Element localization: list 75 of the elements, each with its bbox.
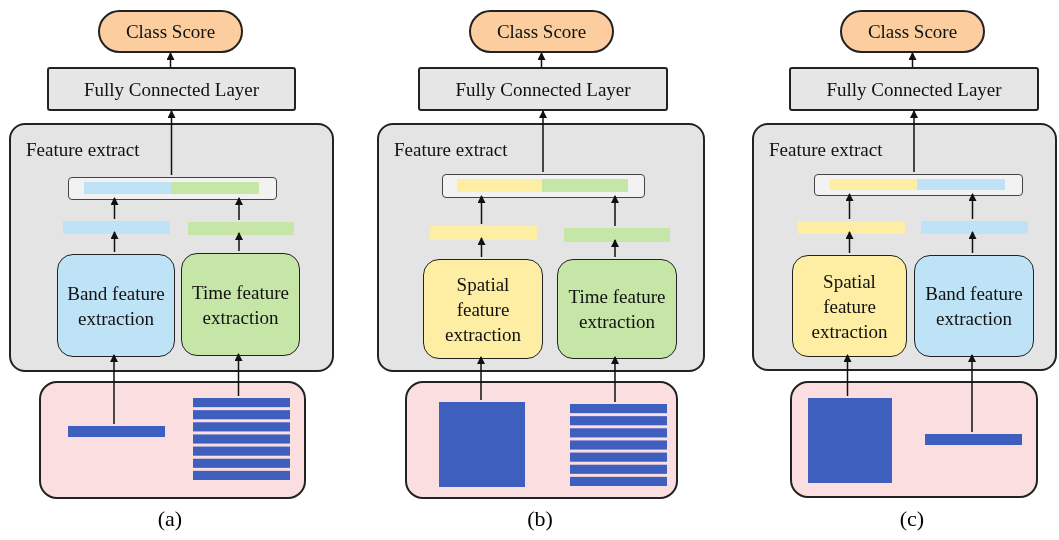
module-panel [9,123,334,372]
arrow [611,239,619,258]
panel-heading: Feature extract [26,138,140,162]
panel-label: (b) [526,506,554,532]
concat-box [442,174,645,198]
box-label: Class Score [867,20,958,44]
arrow [167,110,176,176]
input-panel [405,381,678,499]
arrow [910,110,918,173]
extractor-box [914,255,1034,357]
concat-box [68,177,277,200]
box-label: Time feature extraction [567,285,667,334]
feature-bar [430,226,537,240]
box-label: Band feature extraction [924,282,1024,331]
arrow [477,195,486,225]
feature-bar [63,221,170,234]
layer-box [789,67,1039,111]
panel-heading: Feature extract [769,138,883,162]
arrow [968,231,977,254]
arrow [845,231,854,254]
arrow [537,52,546,68]
layer-box [418,67,668,111]
feature-bar [188,222,294,235]
layer-box [47,67,296,111]
extractor-box [792,255,907,357]
box-label: Time feature extraction [191,280,290,330]
signal-bar [925,434,1022,445]
box-label: Fully Connected Layer [826,77,1002,102]
extractor-box [423,259,543,359]
feature-bar [564,228,670,242]
arrow [235,197,243,221]
feature-bar [798,221,905,234]
arrow [539,110,547,173]
arrow [968,354,976,433]
signal-block [808,398,892,483]
box-label: Class Score [125,20,216,44]
signal-block [439,402,525,487]
box-label: Spatial feature extraction [810,269,889,344]
module-panel [752,123,1057,371]
arrow [234,353,243,397]
panel-label: (c) [898,506,926,532]
arrow [166,52,175,68]
extractor-box [57,254,175,357]
arrow [968,193,977,220]
box-label: Class Score [496,20,587,44]
input-panel [790,381,1038,498]
arrow [110,197,119,220]
box-label: Fully Connected Layer [455,77,631,102]
signal-bar [68,426,165,437]
extractor-box [181,253,300,356]
class-score-box [98,10,243,53]
arrow [845,193,854,220]
arrow [477,237,486,258]
panel-heading: Feature extract [394,138,508,162]
box-label: Fully Connected Layer [83,77,260,102]
arrow [110,231,119,253]
arrow [843,354,852,397]
class-score-box [840,10,985,53]
striped-block-drawing [193,398,290,483]
arrow [611,356,619,403]
arrow [110,354,118,425]
striped-block-drawing [570,404,667,489]
box-label: Band feature extraction [66,281,166,331]
extractor-box [557,259,677,359]
arrow [908,52,917,68]
arrow [611,195,619,227]
feature-bar [921,221,1028,234]
box-label: Spatial feature extraction [444,272,522,347]
module-panel [377,123,705,372]
panel-label: (a) [156,506,184,532]
arrow [477,356,485,401]
class-score-box [469,10,614,53]
concat-box [814,174,1023,196]
arrow [235,232,243,252]
input-panel [39,381,306,499]
